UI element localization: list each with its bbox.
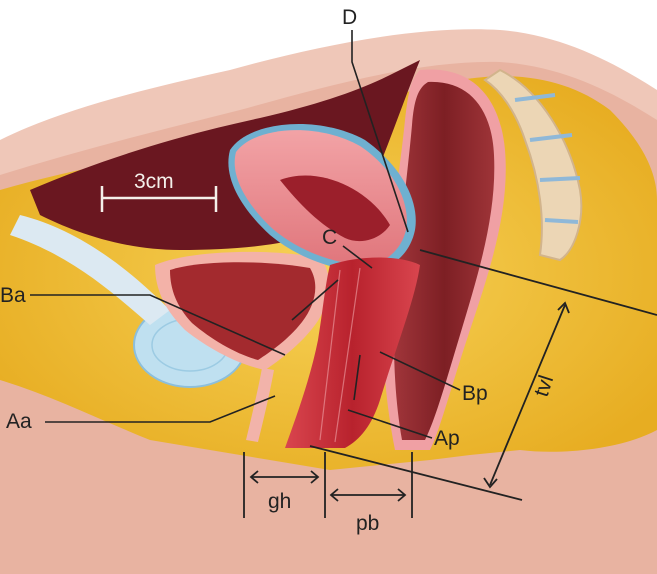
label-Ba: Ba	[0, 284, 26, 307]
label-Ap: Ap	[434, 427, 460, 450]
label-pb: pb	[356, 512, 379, 535]
label-gh: gh	[268, 490, 291, 513]
label-D: D	[342, 6, 357, 29]
label-Bp: Bp	[462, 382, 488, 405]
label-Aa: Aa	[6, 410, 32, 433]
label-C: C	[322, 226, 337, 249]
scale-bar-label: 3cm	[134, 170, 174, 193]
